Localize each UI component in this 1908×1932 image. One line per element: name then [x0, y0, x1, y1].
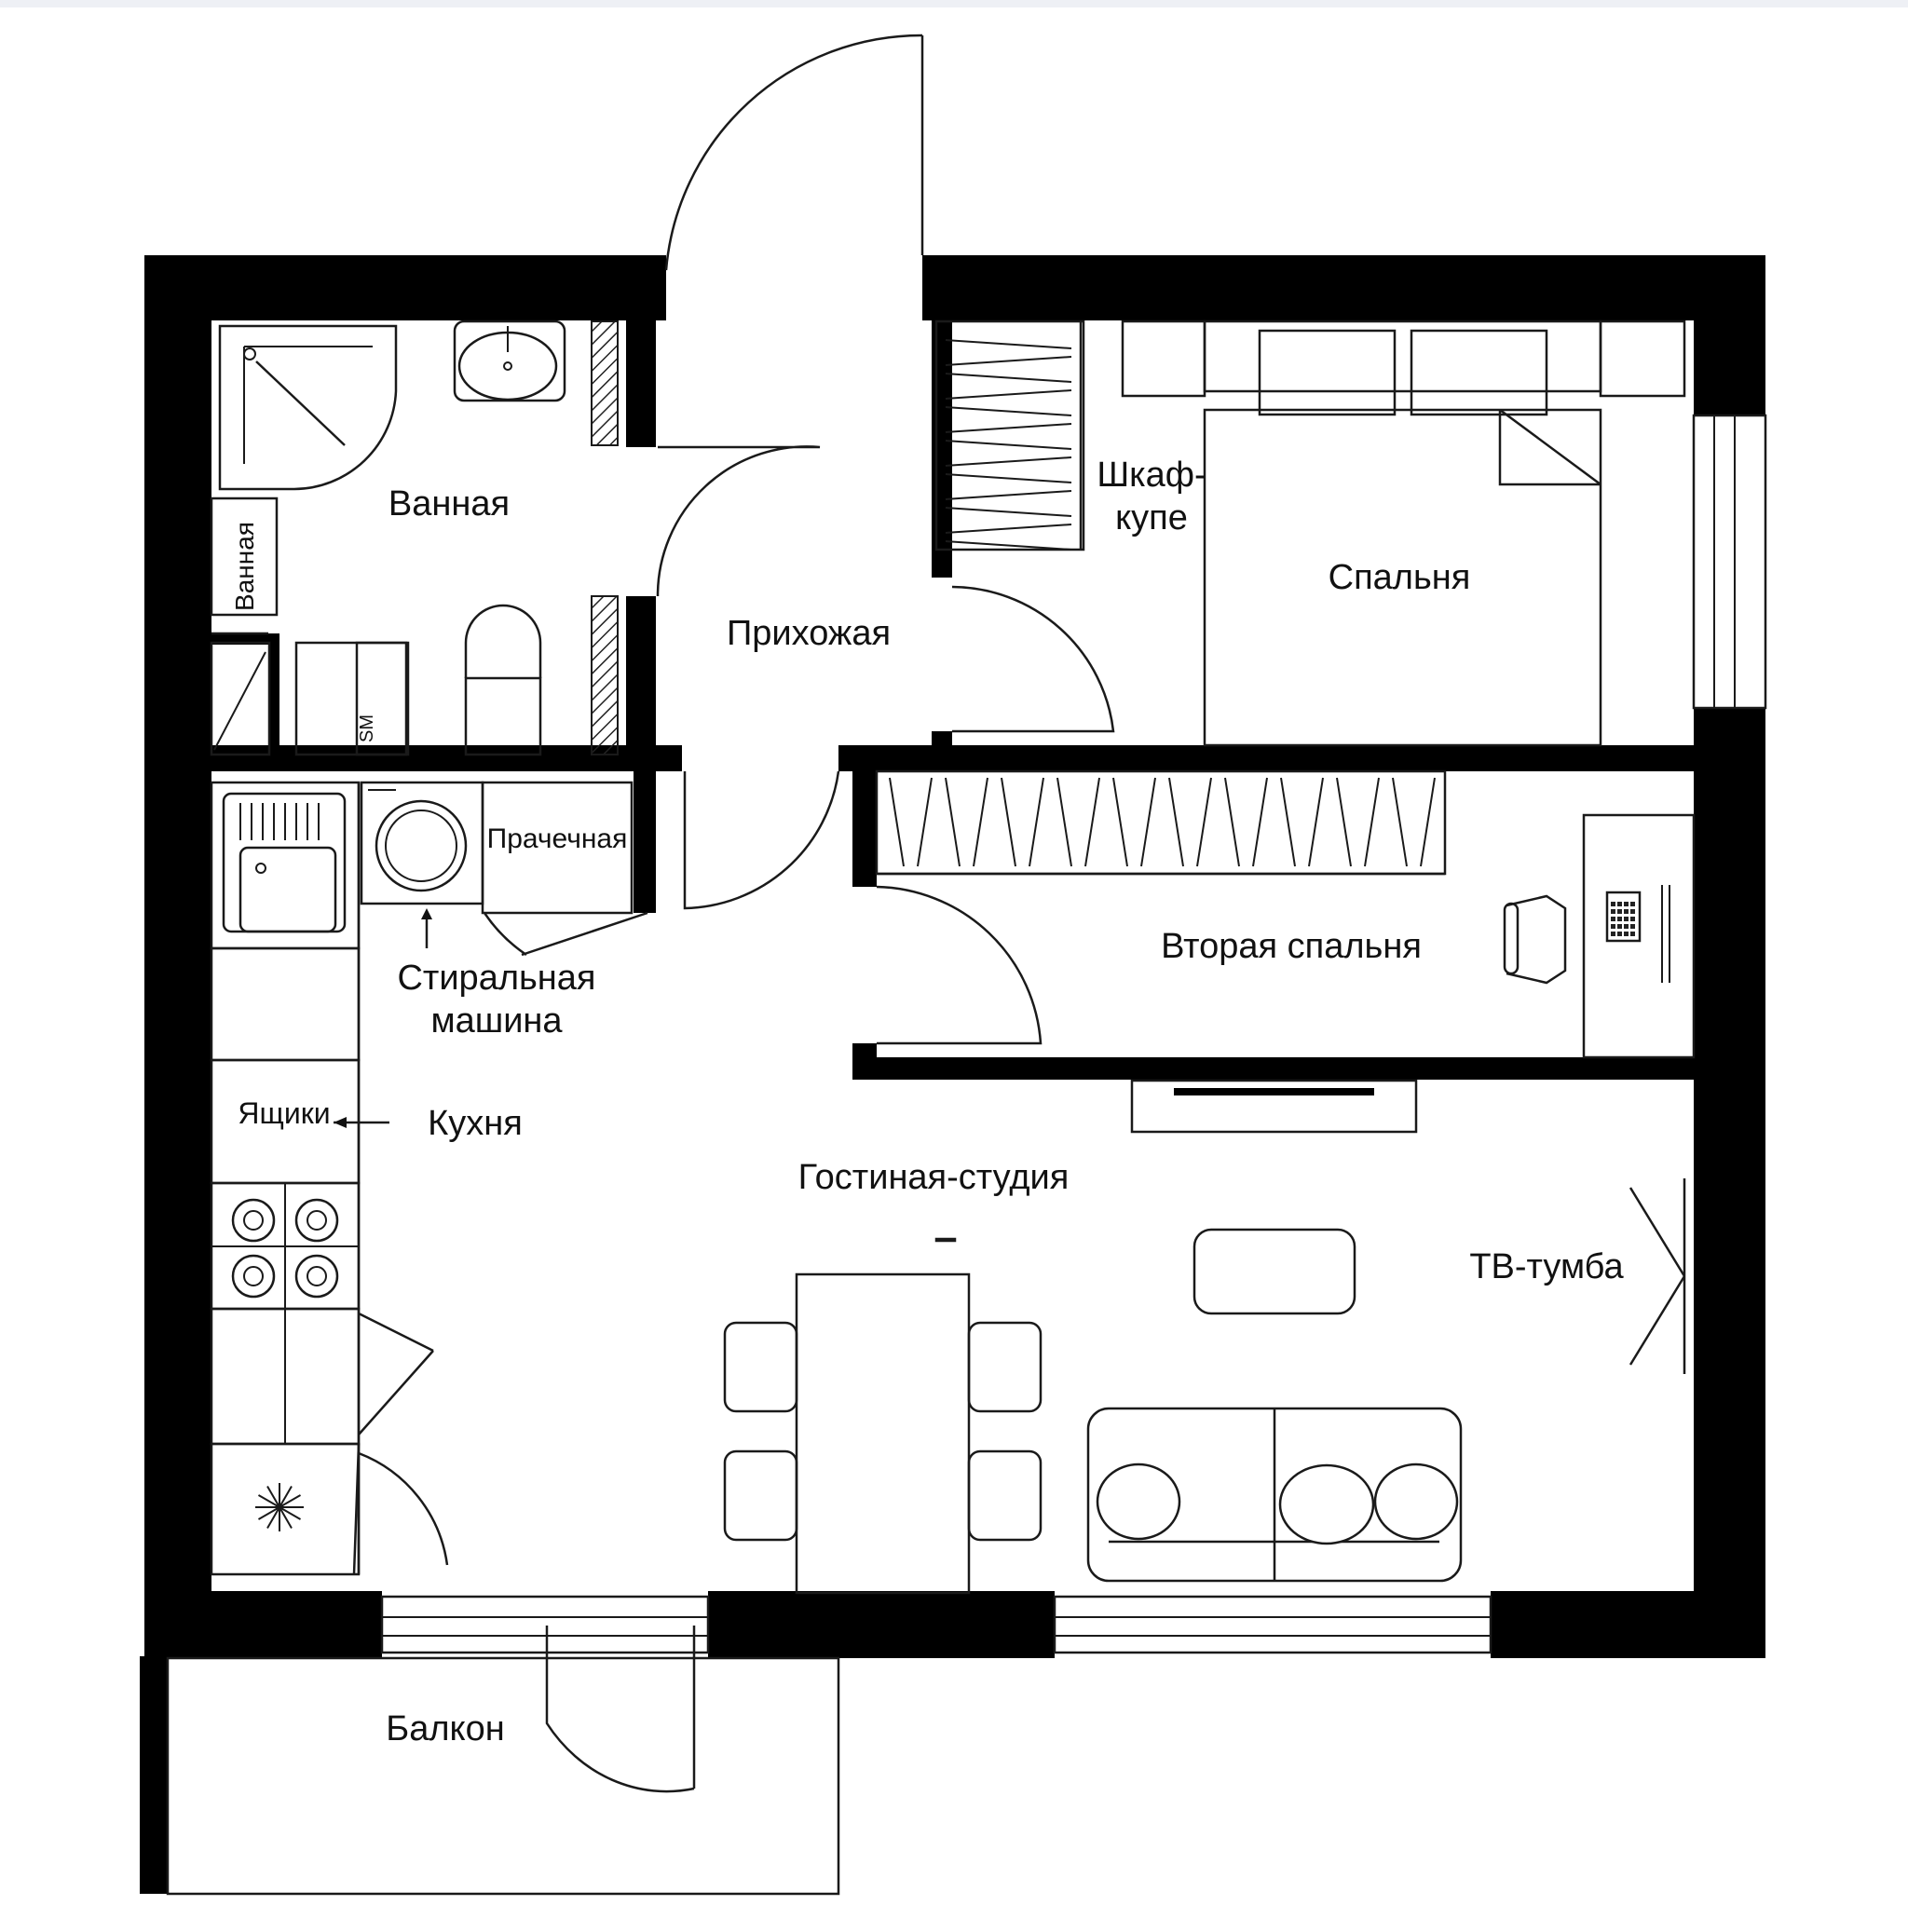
keyboard-key [1611, 932, 1615, 936]
outer-walls [140, 255, 1765, 1894]
burner-inner [307, 1266, 327, 1286]
label-hallway: Прихожая [727, 614, 891, 653]
burner-inner [307, 1210, 327, 1231]
bedroom-furniture [934, 320, 1686, 747]
keyboard-key [1630, 924, 1635, 929]
keyboard-key [1630, 932, 1635, 936]
bathroom-door [656, 445, 821, 597]
label-drawers: Ящики [238, 1096, 330, 1130]
washer-code: SM [357, 714, 377, 742]
keyboard-key [1630, 917, 1635, 921]
top-border [0, 0, 1908, 7]
keyboard-key [1624, 917, 1629, 921]
interior-walls [211, 307, 1696, 1080]
living-furniture [723, 1079, 1686, 1595]
label-second-bedroom: Вторая спальня [1161, 927, 1422, 966]
burner-outer [231, 1254, 276, 1299]
keyboard-key [1630, 902, 1635, 906]
keyboard-key [1611, 902, 1615, 906]
hallway-doors [683, 770, 840, 910]
label-balcony: Балкон [386, 1709, 504, 1748]
second-bedroom-furniture [875, 769, 1696, 1059]
keyboard-key [1617, 917, 1622, 921]
bathroom-fixtures [210, 320, 619, 756]
label-washer-line1: Стиральная [397, 959, 595, 998]
burner-outer [294, 1198, 339, 1243]
burner-inner [243, 1266, 264, 1286]
keyboard-key [1617, 924, 1622, 929]
keyboard-key [1624, 924, 1629, 929]
label-kitchen: Кухня [428, 1104, 523, 1143]
keyboard-key [1624, 902, 1629, 906]
burner-outer [231, 1198, 276, 1243]
keyboard-key [1624, 909, 1629, 914]
entrance-door [664, 34, 924, 271]
keyboard-key [1624, 932, 1629, 936]
keyboard-key [1611, 909, 1615, 914]
burner-outer [294, 1254, 339, 1299]
label-tv-stand: ТВ-тумба [1469, 1247, 1624, 1286]
label-bedroom: Спальня [1329, 558, 1471, 597]
keyboard-key [1611, 924, 1615, 929]
label-washer-line2: машина [430, 1001, 563, 1041]
keyboard-key [1617, 902, 1622, 906]
wardrobe-hatching [945, 339, 1072, 551]
label-wardrobe-line2: купе [1115, 498, 1188, 537]
label-bathroom-vertical: Ванная [230, 522, 259, 611]
windows [380, 414, 1767, 1654]
burner-inner [243, 1210, 264, 1231]
laundry [360, 781, 648, 957]
room-labels: Ванная Ванная Прихожая Шкаф- купе Спальн… [230, 456, 1625, 1748]
label-living-studio: Гостиная-студия [798, 1158, 1070, 1197]
keyboard-key [1630, 909, 1635, 914]
fridge-snowflake-line [257, 1494, 302, 1520]
label-laundry: Прачечная [487, 823, 628, 854]
balcony [166, 1626, 840, 1896]
keyboard-key [1617, 909, 1622, 914]
wardrobe-2-hatching [889, 777, 1436, 867]
label-bathroom: Ванная [388, 484, 510, 524]
label-wardrobe-line1: Шкаф- [1097, 456, 1206, 495]
kitchen-furniture [210, 781, 449, 1576]
keyboard-key [1611, 917, 1615, 921]
keyboard-key [1617, 932, 1622, 936]
